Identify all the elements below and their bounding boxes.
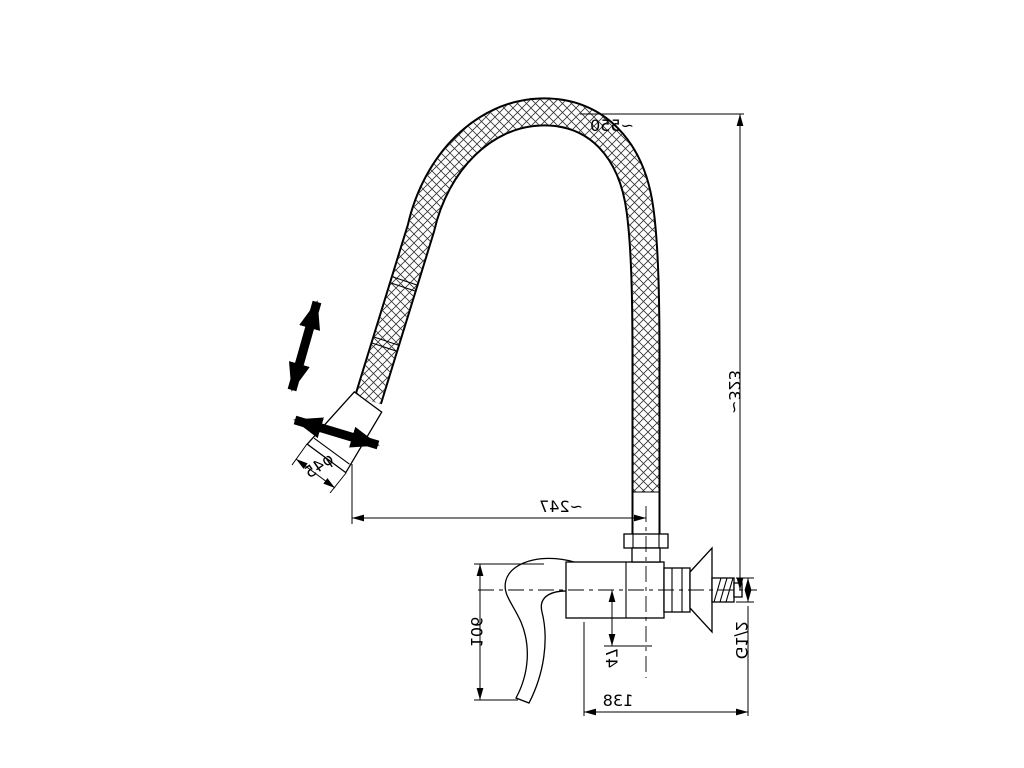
- pull-out-arrows: [287, 300, 380, 450]
- dim-side-height: ~323: [725, 114, 744, 590]
- hose-outline: [354, 97, 661, 547]
- dim-overall-height: ~550: [580, 113, 744, 135]
- dim-label-handle-height: 106: [467, 617, 486, 648]
- hose-segment-mark: [392, 276, 418, 286]
- pull-direction-arrow-diagonal: [293, 415, 380, 450]
- dim-thread-size: G1/2: [732, 577, 754, 659]
- dim-label-overall-height: ~550: [590, 116, 634, 135]
- dim-line: [295, 458, 336, 489]
- hose-interior: [356, 99, 659, 547]
- dim-extension-line: [329, 472, 347, 494]
- dim-label-side-height: ~323: [725, 370, 744, 414]
- dim-extension-line: [291, 443, 308, 466]
- hose-segment-mark: [390, 282, 416, 292]
- dim-reach: ~247: [351, 464, 646, 524]
- dim-label-body-depth: 138: [603, 691, 634, 710]
- dim-label-reach: ~247: [539, 497, 583, 516]
- faucet-body-group: [504, 533, 743, 704]
- faucet-handle: [504, 557, 581, 704]
- flexible-hose: [354, 97, 661, 547]
- hose-braid-texture: [356, 99, 659, 492]
- dim-label-thread-size: G1/2: [732, 621, 751, 659]
- pull-direction-arrow-vertical: [287, 300, 322, 392]
- dim-label-body-offset: 47: [602, 648, 621, 668]
- dim-body-depth: 138: [583, 606, 749, 716]
- dim-handle-height: 106: [467, 563, 544, 701]
- dim-body-offset: 47: [602, 590, 652, 668]
- hose-segment-mark: [373, 336, 399, 346]
- hose-segment-mark: [371, 342, 397, 352]
